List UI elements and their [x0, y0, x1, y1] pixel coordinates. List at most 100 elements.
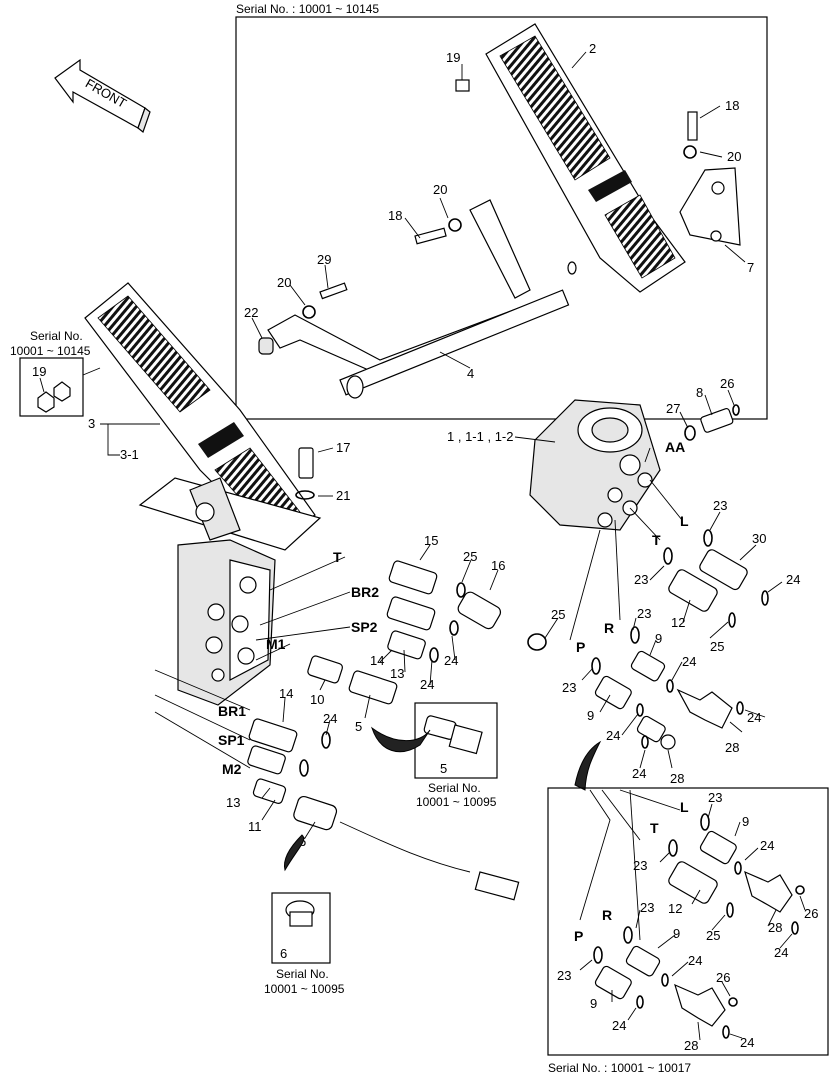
part-number: 27 — [666, 401, 680, 416]
part-number: 28 — [670, 771, 684, 786]
left-serial-frame — [19, 357, 84, 417]
part-number: 15 — [424, 533, 438, 548]
part-number: 9 — [742, 814, 749, 829]
top-bracket — [679, 167, 741, 246]
part-number: 9 — [673, 926, 680, 941]
sensor-6-serial-caption: Serial No. — [276, 967, 329, 981]
part-number: 24 — [688, 953, 702, 968]
part-number: 9 — [655, 631, 662, 646]
part-number: 28 — [684, 1038, 698, 1053]
part-number: 13 — [226, 795, 240, 810]
port-label: L — [680, 799, 689, 815]
part-number: 21 — [336, 488, 350, 503]
part-number: 9 — [587, 708, 594, 723]
part-number: 25 — [551, 607, 565, 622]
part-number: 23 — [634, 572, 648, 587]
part-number: 2 — [589, 41, 596, 56]
part-number: 24 — [632, 766, 646, 781]
sensor-6-icon — [283, 834, 315, 927]
sensor-5-serial-range: 10001 ~ 10095 — [416, 795, 497, 809]
part-number: 24 — [444, 653, 458, 668]
left-serial-caption: Serial No. — [30, 329, 83, 343]
part-number: 24 — [747, 710, 761, 725]
bottom-serial-frame — [547, 787, 829, 1056]
part-number: 5 — [440, 761, 447, 776]
part-number: 18 — [388, 208, 402, 223]
port-label: T — [333, 549, 342, 565]
part-number: 23 — [713, 498, 727, 513]
port-label: P — [576, 639, 585, 655]
part-number: 22 — [244, 305, 258, 320]
top-pedal-assembly — [251, 23, 746, 399]
port-label: AA — [665, 439, 685, 455]
left-serial-caption-range: 10001 ~ 10145 — [10, 344, 91, 358]
part-number: 20 — [727, 149, 741, 164]
part-number: 24 — [786, 572, 800, 587]
nut-19-pair — [37, 367, 101, 413]
part-number: 13 — [390, 666, 404, 681]
part-number: 23 — [708, 790, 722, 805]
part-number: 24 — [760, 838, 774, 853]
part-number: 23 — [640, 900, 654, 915]
part-number: 14 — [279, 686, 293, 701]
part-number: 28 — [725, 740, 739, 755]
part-number: 12 — [671, 615, 685, 630]
port-label: BR2 — [351, 584, 379, 600]
sensor-5-icon — [371, 715, 483, 755]
port-label: R — [602, 907, 612, 923]
part-number: 20 — [277, 275, 291, 290]
part-number: 24 — [323, 711, 337, 726]
valve-port-leaders — [154, 556, 351, 769]
top-serial-frame — [235, 16, 768, 420]
part-number: 18 — [725, 98, 739, 113]
part-number: 23 — [557, 968, 571, 983]
top-serial-caption: Serial No. : 10001 ~ 10145 — [236, 2, 379, 16]
part-number: 25 — [706, 928, 720, 943]
part-number: 29 — [317, 252, 331, 267]
part-number: 14 — [370, 653, 384, 668]
part-number: 24 — [774, 945, 788, 960]
part-number: 26 — [720, 376, 734, 391]
sensor-6-serial-range: 10001 ~ 10095 — [264, 982, 345, 996]
part-number: 8 — [696, 385, 703, 400]
part-number: 5 — [355, 719, 362, 734]
part-number: 6 — [280, 946, 287, 961]
port-label: R — [604, 620, 614, 636]
part-number: 24 — [612, 1018, 626, 1033]
sensor-6-frame — [271, 892, 331, 964]
part-number: 23 — [562, 680, 576, 695]
part-number: 10 — [310, 692, 324, 707]
part-number: 19 — [32, 364, 46, 379]
part-number: 24 — [606, 728, 620, 743]
inset-fittings — [579, 789, 806, 1041]
port-label: L — [680, 513, 689, 529]
part-number: 11 — [248, 819, 262, 834]
part-number: 9 — [590, 996, 597, 1011]
port-label: SP1 — [218, 732, 245, 748]
sensor-5-serial-caption: Serial No. — [428, 781, 481, 795]
part-number: 23 — [633, 858, 647, 873]
port-label: T — [652, 532, 661, 548]
part-number: 28 — [768, 920, 782, 935]
part-number: 1 , 1-1 , 1-2 — [447, 429, 513, 444]
part-number: 23 — [637, 606, 651, 621]
steering-unit — [514, 399, 683, 641]
part-number: 4 — [467, 366, 474, 381]
part-number: 25 — [463, 549, 477, 564]
port-label: M1 — [266, 636, 286, 652]
valve-fittings — [247, 544, 559, 901]
part-number: 12 — [668, 901, 682, 916]
part-number: 16 — [491, 558, 505, 573]
part-number: 17 — [336, 440, 350, 455]
front-arrow-icon: FRONT — [54, 58, 151, 133]
part-number: 3 — [88, 416, 95, 431]
part-number: 24 — [682, 654, 696, 669]
port-label: T — [650, 820, 659, 836]
main-pedal-assembly — [84, 282, 334, 706]
part-number: 7 — [747, 260, 754, 275]
part-number: 3-1 — [120, 447, 139, 462]
steering-fittings — [574, 389, 783, 791]
part-number: 20 — [433, 182, 447, 197]
bottom-serial-caption: Serial No. : 10001 ~ 10017 — [548, 1061, 691, 1075]
